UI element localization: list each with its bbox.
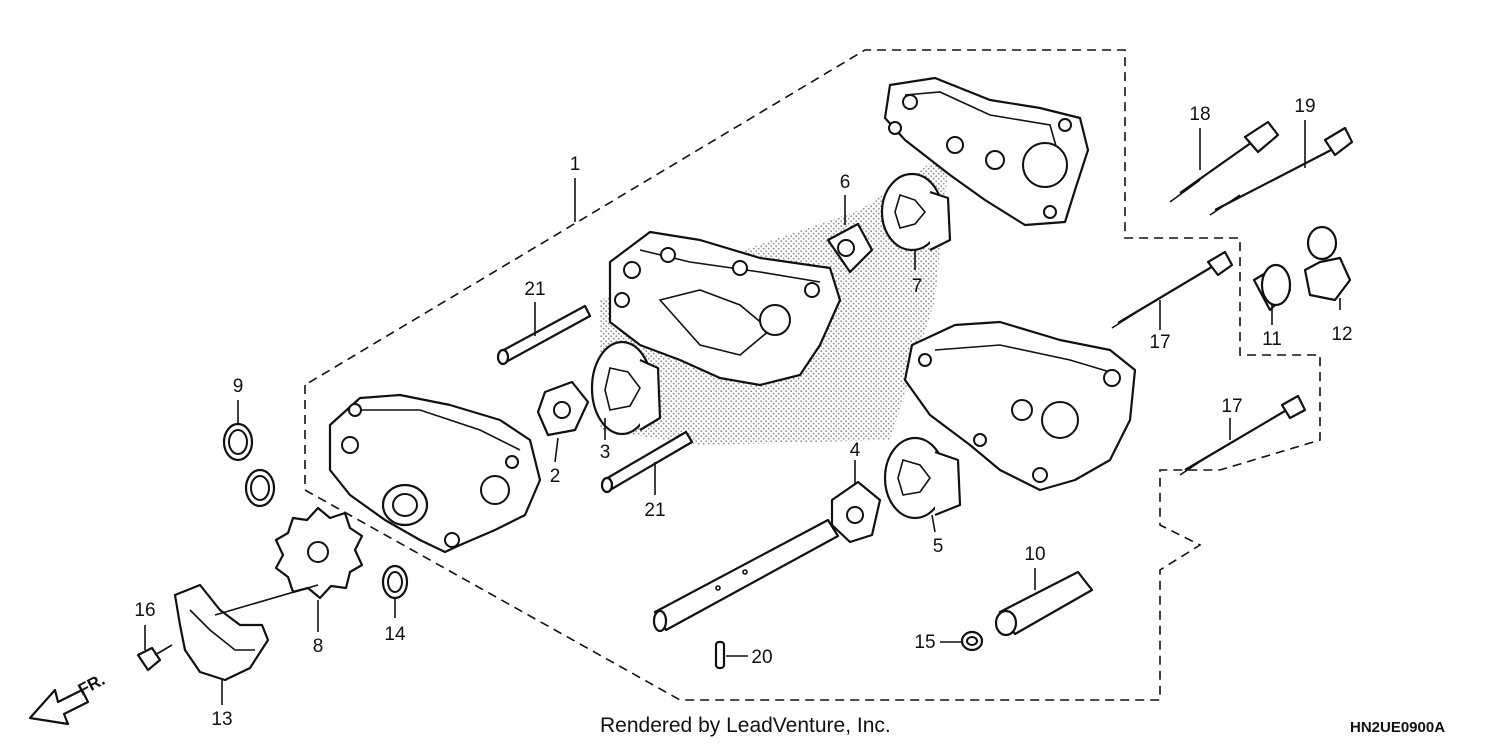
- outer-rotor-top: [880, 172, 952, 252]
- collar: [1252, 263, 1292, 312]
- callout-14: 14: [384, 624, 406, 645]
- drive-sprocket: [274, 506, 364, 600]
- drive-chain: [173, 583, 270, 682]
- shaft-pin: [714, 640, 726, 670]
- pump-shaft: [652, 518, 840, 633]
- callout-1: 1: [570, 154, 581, 175]
- callout-2: 2: [550, 466, 561, 487]
- leader-lines: [144, 120, 1341, 705]
- callout-3: 3: [600, 442, 611, 463]
- flange-bolt-19: [1209, 126, 1354, 216]
- front-direction-indicator: FR.: [28, 670, 108, 726]
- flange-bolt-17-lower: [1179, 394, 1307, 476]
- dowel-pin-upper: [496, 304, 592, 366]
- callout-18: 18: [1189, 104, 1210, 125]
- dowel-pin-lower: [600, 430, 694, 494]
- pump-body-front: [328, 393, 542, 554]
- sprocket-bolt: [136, 644, 173, 672]
- pump-cover-plate: [883, 76, 1090, 227]
- inner-rotor-small: [826, 222, 874, 274]
- callout-4: 4: [850, 440, 861, 461]
- callout-9: 9: [233, 376, 244, 397]
- callout-12: 12: [1331, 324, 1352, 345]
- callout-8: 8: [313, 636, 324, 657]
- callout-7: 7: [912, 276, 923, 297]
- callout-17-upper: 17: [1149, 332, 1170, 353]
- outer-rotor-front: [590, 340, 662, 436]
- oil-strainer: [1303, 225, 1352, 302]
- diagram-code: HN2UE0900A: [1350, 719, 1445, 736]
- flange-bolt-18: [1169, 120, 1280, 203]
- callout-13: 13: [211, 709, 232, 730]
- credit-text: Rendered by LeadVenture, Inc.: [600, 714, 891, 737]
- inner-rotor-right: [830, 480, 882, 544]
- callout-19: 19: [1294, 96, 1315, 117]
- callout-5: 5: [933, 536, 944, 557]
- callout-11: 11: [1262, 329, 1282, 350]
- pump-body-right: [903, 320, 1137, 492]
- callout-10: 10: [1024, 544, 1045, 565]
- pump-body-rear: [608, 230, 842, 387]
- relief-valve-sleeve: [994, 570, 1094, 637]
- callout-21-upper: 21: [524, 279, 545, 300]
- callout-20: 20: [751, 647, 772, 668]
- callout-labels: 1 2 3 4 5 6 7 8 9 10 11 12 13 14 15 16 1…: [134, 96, 1352, 730]
- assembly-outline: [304, 49, 1321, 701]
- o-ring-small: [960, 630, 984, 652]
- outer-rotor-right: [883, 436, 962, 520]
- flange-bolt-17-upper: [1111, 250, 1234, 329]
- sprocket-washer: [381, 564, 409, 600]
- callout-17-lower: 17: [1221, 396, 1242, 417]
- callout-15: 15: [914, 632, 935, 653]
- callout-16: 16: [134, 600, 155, 621]
- callout-21-lower: 21: [644, 500, 665, 521]
- callout-6: 6: [840, 172, 851, 193]
- o-rings-pair: [222, 422, 276, 508]
- inner-rotor-front: [536, 380, 590, 437]
